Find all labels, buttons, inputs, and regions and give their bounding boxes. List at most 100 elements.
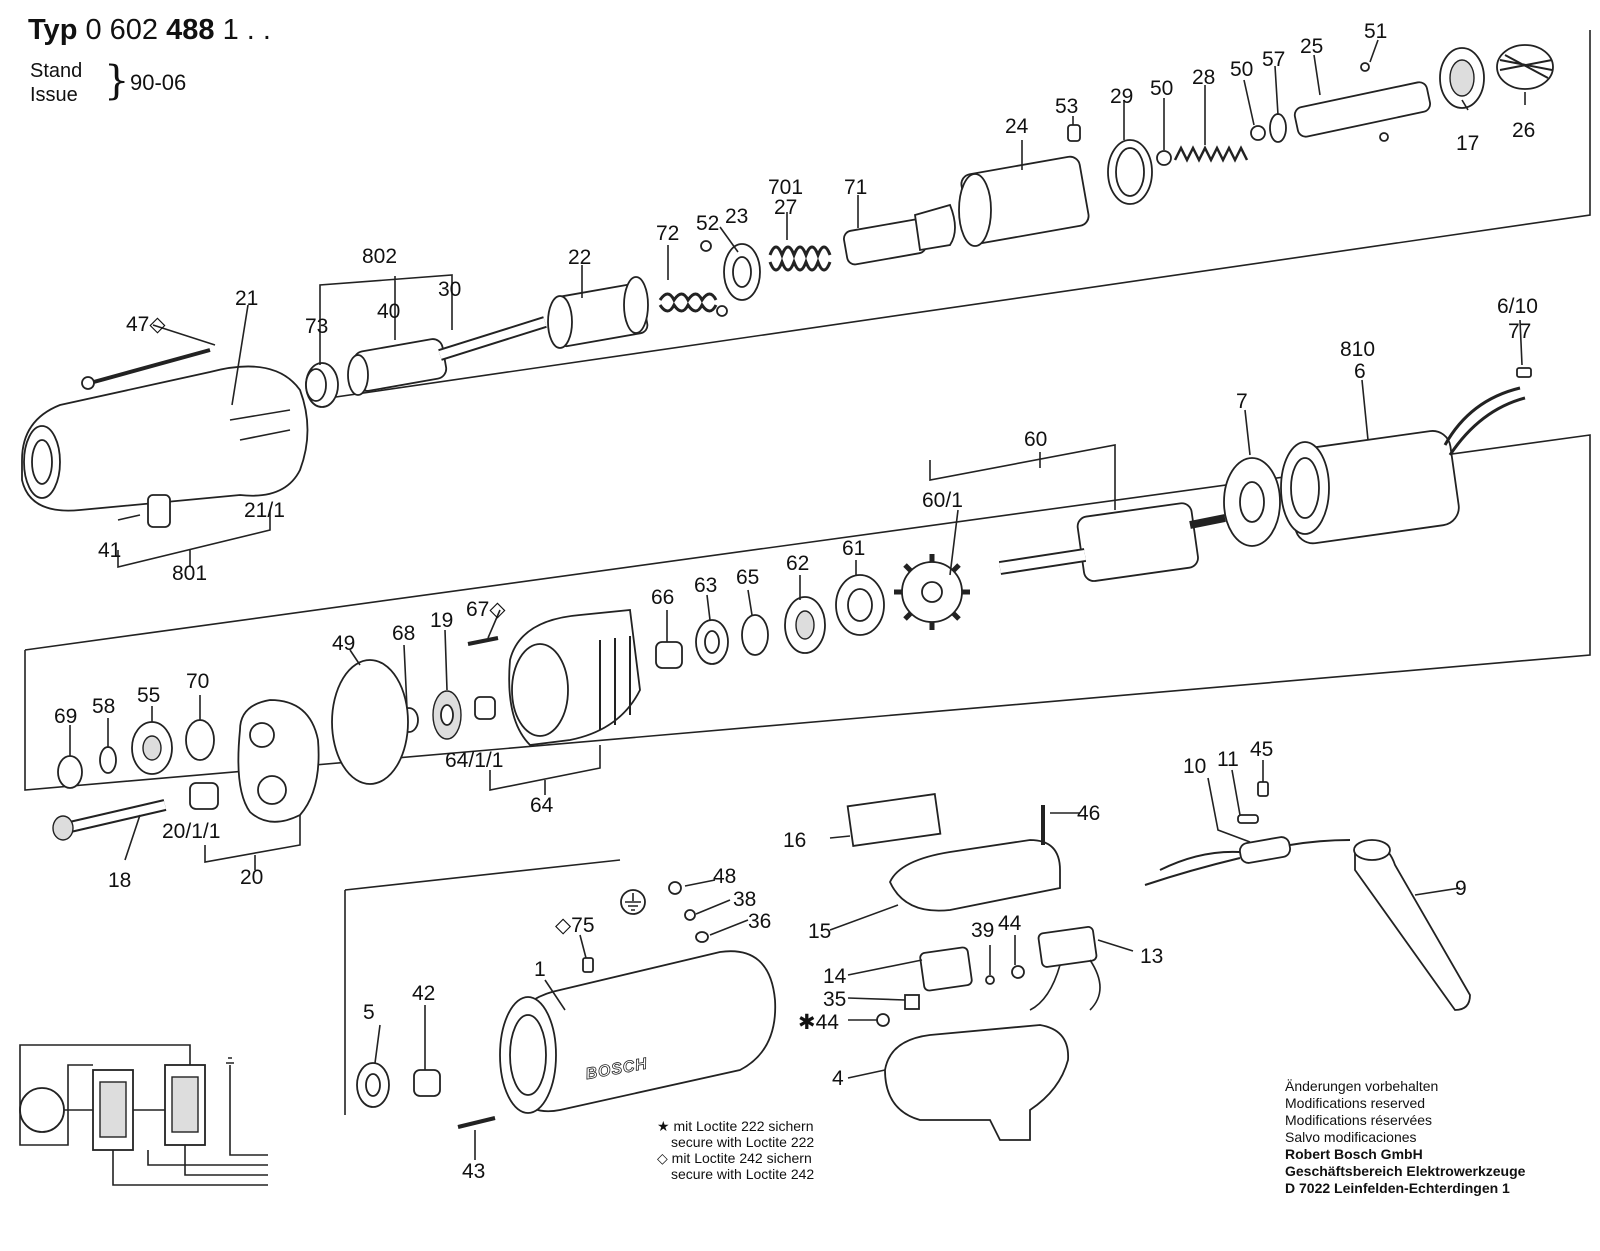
label-52: 52: [696, 212, 719, 235]
bearing-62: [784, 596, 826, 654]
washer-65: [741, 614, 769, 656]
label-64-1-1: 64/1/1: [445, 749, 503, 772]
label-29: 29: [1110, 85, 1133, 108]
label-48: 48: [713, 865, 736, 888]
spring-28: [1173, 145, 1249, 163]
screw-47: [81, 348, 211, 390]
label-69: 69: [54, 705, 77, 728]
switch-14: [919, 946, 973, 992]
screw-43: [457, 1116, 496, 1129]
ball-52: [700, 240, 712, 252]
spindle-30: [347, 316, 547, 396]
label-58: 58: [92, 695, 115, 718]
label-50b: 50: [1230, 58, 1253, 81]
label-18: 18: [108, 869, 131, 892]
baffle-61: [835, 574, 885, 636]
gear-housing-21: [21, 365, 309, 512]
ball-51: [1360, 62, 1370, 72]
bushing-41: [147, 494, 171, 528]
type-number-suffix: 1 . .: [222, 14, 271, 46]
section-frame-lower: [344, 859, 621, 891]
loctite-note-222-en: secure with Loctite 222: [671, 1134, 815, 1150]
label-23: 23: [725, 205, 748, 228]
label-6-10: 6/10: [1497, 295, 1538, 318]
ball-50b: [1250, 125, 1266, 141]
modification-note-en: Modifications reserved: [1285, 1095, 1426, 1111]
label-77: 77: [1508, 320, 1531, 343]
label-67: 67◇: [466, 598, 506, 621]
label-75: ◇75: [555, 914, 595, 937]
label-53: 53: [1055, 95, 1078, 118]
part-labels: 47◇ 21 21/1 41 801 802 73 40 30 22 72 52…: [54, 20, 1538, 1183]
ball-50a: [1156, 150, 1172, 166]
label-47: 47◇: [126, 313, 166, 336]
bushing-66: [655, 641, 683, 669]
label-701: 701: [768, 176, 803, 199]
spring-27: [768, 245, 832, 272]
bushing-20-1-1: [189, 782, 219, 810]
label-21: 21: [235, 287, 258, 310]
handle-shell-4: [884, 1024, 1069, 1141]
nameplate-16: [846, 793, 942, 847]
modification-note-de: Änderungen vorbehalten: [1285, 1078, 1439, 1094]
capacitor-10: [1144, 836, 1351, 886]
ball-51b: [1379, 132, 1389, 142]
sleeve-73: [305, 362, 339, 408]
issue-date: 90-06: [130, 70, 187, 95]
screw-45: [1257, 781, 1269, 797]
label-44b: ✱44: [798, 1011, 839, 1034]
label-41: 41: [98, 539, 121, 562]
label-39: 39: [971, 919, 994, 942]
loctite-note-242-de: ◇ mit Loctite 242 sichern: [657, 1150, 812, 1166]
label-810: 810: [1340, 338, 1375, 361]
label-24: 24: [1005, 115, 1029, 138]
label-27: 27: [774, 196, 797, 219]
label-35: 35: [823, 988, 846, 1011]
label-25: 25: [1300, 35, 1323, 58]
pinion-18: [52, 799, 167, 841]
bearing-55: [131, 721, 173, 775]
label-60: 60: [1024, 428, 1047, 451]
label-50a: 50: [1150, 77, 1173, 100]
label-10: 10: [1183, 755, 1206, 778]
spring-72: [658, 292, 718, 313]
modification-note-es: Salvo modificaciones: [1285, 1129, 1417, 1145]
label-46: 46: [1077, 802, 1100, 825]
field-6: [1280, 386, 1526, 545]
label-802: 802: [362, 245, 397, 268]
label-71: 71: [844, 176, 867, 199]
label-15: 15: [808, 920, 831, 943]
company-name: Robert Bosch GmbH: [1285, 1146, 1423, 1162]
switch-13: [1029, 926, 1101, 1011]
loctite-note-242-en: secure with Loctite 242: [671, 1166, 815, 1182]
label-45: 45: [1250, 738, 1273, 761]
housing-24: [958, 155, 1090, 247]
cable-grommet-9: [1353, 839, 1471, 1011]
label-22: 22: [568, 246, 591, 269]
label-11: 11: [1217, 748, 1239, 771]
brace-symbol: }: [104, 58, 130, 104]
label-55: 55: [137, 684, 160, 707]
label-6: 6: [1354, 360, 1366, 383]
clutch-22: [547, 276, 649, 349]
label-26: 26: [1512, 119, 1535, 142]
bushing-42: [413, 1069, 441, 1097]
label-14: 14: [823, 965, 847, 988]
label-7: 7: [1236, 390, 1248, 413]
screw-67: [467, 636, 499, 646]
modification-note-fr: Modifications réservées: [1285, 1112, 1433, 1128]
leader-lines: [69, 39, 1526, 1160]
section-frame-middle: [24, 434, 1591, 791]
pin-53: [1067, 124, 1081, 142]
label-801: 801: [172, 562, 207, 585]
spindle-25: [1293, 81, 1432, 138]
label-63: 63: [694, 574, 717, 597]
handle-cover-15: [889, 839, 1061, 912]
screw-44b: [876, 1013, 890, 1027]
washer-5: [356, 1062, 390, 1108]
seal-ring-49: [331, 659, 409, 785]
type-number-main: 488: [166, 14, 215, 46]
label-42: 42: [412, 982, 435, 1005]
plug-75: [582, 957, 594, 973]
